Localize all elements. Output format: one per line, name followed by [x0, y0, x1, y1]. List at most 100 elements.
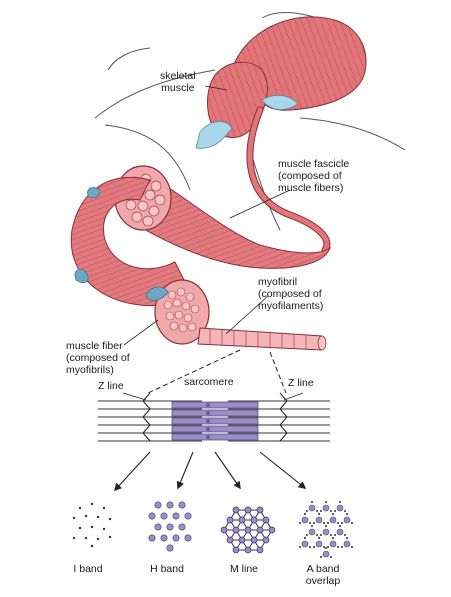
label-line: (composed of: [278, 170, 342, 182]
label-line: muscle: [161, 82, 195, 94]
thin-filament-dot: [311, 525, 313, 527]
thick-filament-dot: [262, 536, 270, 544]
thick-filament-dot: [178, 523, 186, 531]
h-band-cross-section: [148, 501, 192, 552]
thick-filament-dot: [256, 546, 264, 554]
thin-filament-dot: [90, 544, 94, 548]
thick-filament-dot: [166, 544, 174, 552]
label-m-line: M line: [229, 563, 258, 575]
thin-filament-dot: [330, 534, 332, 536]
thick-filament-dot: [226, 516, 234, 524]
m-line-node: [206, 427, 210, 431]
thick-filament-dot: [232, 546, 240, 554]
thin-filament-dot: [304, 537, 306, 539]
label-line: overlap: [305, 575, 341, 587]
label-line: myofilaments): [258, 300, 324, 312]
thin-filament-dot: [339, 525, 341, 527]
thick-filament-dot: [166, 523, 174, 531]
thick-filament-dot: [148, 512, 156, 520]
thin-filament-dot: [344, 534, 346, 536]
thick-filament-dot: [172, 534, 180, 542]
thick-filament: [171, 417, 259, 425]
thin-filament-dot: [96, 537, 100, 541]
thin-filament-dot: [332, 513, 334, 515]
thin-filament-dot: [323, 546, 325, 548]
thin-filament-dot: [351, 522, 353, 524]
thin-filament-dot: [334, 510, 336, 512]
thick-filament-dot: [315, 516, 323, 524]
label-skeletal-muscle: skeletal muscle: [160, 70, 196, 94]
thin-filament-dot: [351, 546, 353, 548]
label-line: myofibrils): [66, 364, 114, 376]
zoom-lines: [147, 349, 287, 394]
thin-filament-dot: [90, 502, 94, 506]
i-band-cross-section: [72, 502, 112, 548]
label-line: skeletal: [160, 70, 196, 82]
thin-filament-dot: [96, 515, 100, 519]
thick-filament-dot: [220, 526, 228, 534]
label-line: myofibril: [258, 276, 298, 288]
thin-filament-dot: [341, 546, 343, 548]
thick-filament-dot: [154, 523, 162, 531]
thick-filament-dot: [148, 534, 156, 542]
thin-filament-dot: [72, 536, 76, 540]
thick-filament-dot: [166, 501, 174, 509]
sarcomere-graphic: [98, 392, 330, 442]
label-muscle-fascicle: muscle fascicle (composed of muscle fibe…: [278, 158, 349, 194]
thick-filament: [171, 425, 259, 433]
thin-filament-dot: [78, 506, 82, 510]
muscle-fiber-graphic: [70, 176, 210, 345]
thin-filament-dot: [102, 506, 106, 510]
label-line: muscle fibers): [278, 182, 344, 194]
thin-filament-dot: [306, 534, 308, 536]
thin-filament-dot: [316, 510, 318, 512]
thin-filament-dot: [334, 534, 336, 536]
thin-filament-dot: [78, 526, 82, 530]
thin-filament-dot: [316, 534, 318, 536]
m-line-node: [206, 403, 210, 407]
thick-filament-dot: [250, 536, 258, 544]
thick-filament-dot: [256, 506, 264, 514]
label-line: muscle fascicle: [278, 158, 350, 170]
thin-filament-dot: [313, 546, 315, 548]
thin-filament-dot: [320, 534, 322, 536]
thick-filament-dot: [343, 516, 351, 524]
thin-filament-dot: [341, 522, 343, 524]
thin-filament-dot: [299, 522, 301, 524]
thick-filament-dot: [154, 501, 162, 509]
label-muscle-fiber: muscle fiber (composed of myofibrils): [66, 340, 130, 376]
myofibril-graphic: [197, 327, 327, 351]
thick-filament-dot: [232, 506, 240, 514]
z-line-right: [279, 392, 288, 442]
thick-filament-dot: [226, 536, 234, 544]
thick-filament-dot: [232, 526, 240, 534]
thick-filament: [171, 409, 259, 417]
label-z-line-right: Z line: [288, 377, 314, 389]
thin-filament-dot: [325, 501, 327, 503]
thin-filament-dot: [327, 546, 329, 548]
leader-lines: [123, 85, 291, 346]
thick-filament-dot: [329, 540, 337, 548]
label-z-line-left: Z line: [98, 380, 124, 392]
thick-filament-dot: [244, 506, 252, 514]
thick-filament-dot: [250, 516, 258, 524]
thin-filament-dot: [330, 556, 332, 558]
thin-filament-dot: [84, 514, 88, 518]
label-line: (composed of: [258, 288, 322, 300]
thick-filament-dot: [184, 534, 192, 542]
thin-filament-dot: [306, 510, 308, 512]
thick-filament-dot: [172, 512, 180, 520]
thick-filament: [171, 401, 259, 409]
thick-filament-dot: [336, 504, 344, 512]
thin-filament-dot: [72, 516, 76, 520]
thin-filament-dot: [318, 513, 320, 515]
thin-filament-dot: [320, 556, 322, 558]
thin-filament-dot: [313, 522, 315, 524]
thick-filament-dot: [301, 540, 309, 548]
m-line-cross-section: [220, 506, 276, 554]
label-myofibril: myofibril (composed of myofilaments): [258, 276, 323, 312]
thin-filament-dot: [304, 513, 306, 515]
thick-filament-dot: [160, 512, 168, 520]
thin-filament-dot: [311, 501, 313, 503]
thin-filament-dot: [102, 527, 106, 531]
